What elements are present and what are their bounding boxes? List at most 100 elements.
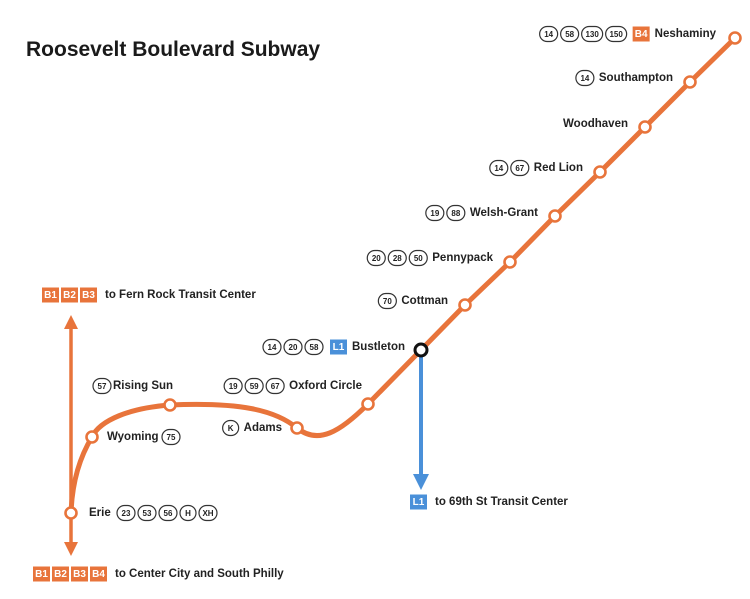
station-rising-sun-bus-57-label: 57 — [98, 382, 107, 391]
station-neshaminy-bus-150-badge — [605, 25, 628, 43]
station-erie-bus-h-badge — [179, 504, 197, 522]
station-erie-bus-23-label: 23 — [122, 509, 131, 518]
station-wyoming-name: Wyoming — [107, 431, 159, 443]
station-bustleton-bus-14-label: 14 — [268, 343, 277, 352]
station-southampton-marker — [683, 75, 697, 89]
station-bustleton-name: Bustleton — [352, 341, 405, 353]
station-pennypack-bus-28-label: 28 — [393, 254, 402, 263]
station-red-lion-bus-67-label: 67 — [515, 164, 524, 173]
station-neshaminy-bus-14-label: 14 — [544, 30, 553, 39]
station-pennypack-name: Pennypack — [432, 252, 493, 264]
station-pennypack-bus-28-badge — [387, 249, 407, 267]
station-red-lion-bus-14-badge — [489, 159, 509, 177]
station-neshaminy-bus-130-badge — [581, 25, 604, 43]
station-oxford-circle-bus-67-badge — [265, 377, 285, 395]
station-oxford-circle-bus-19-label: 19 — [229, 382, 238, 391]
station-woodhaven-name: Woodhaven — [563, 118, 628, 130]
station-cottman-bus-70-label: 70 — [383, 297, 392, 306]
station-welsh-grant-marker — [548, 209, 562, 223]
dest-south-line-b4-label: B4 — [92, 569, 105, 580]
station-pennypack-bus-20-label: 20 — [372, 254, 381, 263]
station-welsh-grant-bus-19-label: 19 — [430, 209, 439, 218]
dest-north-line-b1-label: B1 — [44, 290, 57, 301]
station-pennypack-bus-50-badge — [408, 249, 428, 267]
dest-south-line-b2-badge — [52, 566, 69, 582]
station-cottman-marker — [458, 298, 472, 312]
station-welsh-grant-bus-88-badge — [446, 204, 466, 222]
station-red-lion-bus-14-label: 14 — [494, 164, 503, 173]
dest-south-line-b3-label: B3 — [73, 569, 86, 580]
station-adams-bus-k-label: K — [228, 424, 234, 433]
station-neshaminy-bus-14-badge — [539, 25, 559, 43]
station-bustleton-bus-20-badge — [283, 338, 303, 356]
station-cottman-bus-70-badge — [377, 292, 397, 310]
station-welsh-grant-name: Welsh-Grant — [470, 207, 538, 219]
station-southampton-name: Southampton — [599, 72, 673, 84]
dest-south-line-b1-label: B1 — [35, 569, 48, 580]
station-rising-sun-name: Rising Sun — [113, 380, 173, 392]
station-erie-bus-xh-label: XH — [202, 509, 213, 518]
dest-l1-line-l1-badge — [410, 494, 427, 510]
station-adams-marker — [290, 421, 304, 435]
station-wyoming-marker — [85, 430, 99, 444]
station-woodhaven-marker — [638, 120, 652, 134]
station-neshaminy-bus-58-label: 58 — [565, 30, 574, 39]
dest-south-line-b2-label: B2 — [54, 569, 67, 580]
station-bustleton-bus-20-label: 20 — [289, 343, 298, 352]
dest-north-line-b1-badge — [42, 287, 59, 303]
station-red-lion-marker — [593, 165, 607, 179]
station-erie-bus-53-label: 53 — [143, 509, 152, 518]
station-red-lion-bus-67-badge — [510, 159, 530, 177]
station-erie-bus-56-badge — [158, 504, 178, 522]
dest-north-line-b3-badge — [80, 287, 97, 303]
station-neshaminy-bus-150-label: 150 — [609, 30, 623, 39]
station-rising-sun-marker — [163, 398, 177, 412]
station-pennypack-bus-20-badge — [366, 249, 386, 267]
station-pennypack-bus-50-label: 50 — [414, 254, 423, 263]
station-neshaminy-bus-58-badge — [560, 25, 580, 43]
station-adams-name: Adams — [244, 422, 282, 434]
station-oxford-circle-name: Oxford Circle — [289, 380, 362, 392]
station-neshaminy-line-b4-badge — [632, 26, 650, 42]
station-pennypack-marker — [503, 255, 517, 269]
station-erie-bus-h-label: H — [185, 509, 191, 518]
station-red-lion-name: Red Lion — [534, 162, 583, 174]
dest-south-line-b4-badge — [90, 566, 107, 582]
station-neshaminy-line-b4-label: B4 — [635, 29, 648, 40]
station-bustleton-line-l1-badge — [330, 339, 347, 355]
dest-south-line-b3-badge — [71, 566, 88, 582]
dest-north-line-b2-label: B2 — [63, 290, 76, 301]
station-erie-name: Erie — [89, 507, 111, 519]
station-adams-bus-k-badge — [222, 419, 240, 437]
station-oxford-circle-marker — [361, 397, 375, 411]
station-bustleton-bus-14-badge — [262, 338, 282, 356]
station-erie-bus-23-badge — [116, 504, 136, 522]
station-oxford-circle-bus-59-label: 59 — [250, 382, 259, 391]
station-welsh-grant-bus-19-badge — [425, 204, 445, 222]
dest-l1-line-l1-label: L1 — [413, 497, 425, 508]
station-oxford-circle-bus-19-badge — [223, 377, 243, 395]
station-erie-bus-56-label: 56 — [164, 509, 173, 518]
station-erie-marker — [64, 506, 78, 520]
station-bustleton-bus-58-badge — [304, 338, 324, 356]
station-bustleton-line-l1-label: L1 — [333, 342, 345, 353]
dest-north-line-b2-badge — [61, 287, 78, 303]
station-oxford-circle-bus-67-label: 67 — [271, 382, 280, 391]
station-oxford-circle-bus-59-badge — [244, 377, 264, 395]
station-wyoming-bus-75-label: 75 — [167, 433, 176, 442]
dest-north-text: to Fern Rock Transit Center — [105, 289, 256, 301]
station-southampton-bus-14-badge — [575, 69, 595, 87]
station-southampton-bus-14-label: 14 — [580, 74, 589, 83]
station-bustleton-bus-58-label: 58 — [310, 343, 319, 352]
station-bustleton-marker — [413, 342, 429, 358]
station-welsh-grant-bus-88-label: 88 — [451, 209, 460, 218]
dest-l1-text: to 69th St Transit Center — [435, 496, 568, 508]
dest-north-line-b3-label: B3 — [82, 290, 95, 301]
station-wyoming-bus-75-badge — [161, 428, 181, 446]
station-neshaminy-name: Neshaminy — [655, 28, 717, 40]
station-cottman-name: Cottman — [401, 295, 448, 307]
station-rising-sun-bus-57-badge — [92, 377, 112, 395]
station-neshaminy-marker — [728, 31, 742, 45]
dest-south-line-b1-badge — [33, 566, 50, 582]
